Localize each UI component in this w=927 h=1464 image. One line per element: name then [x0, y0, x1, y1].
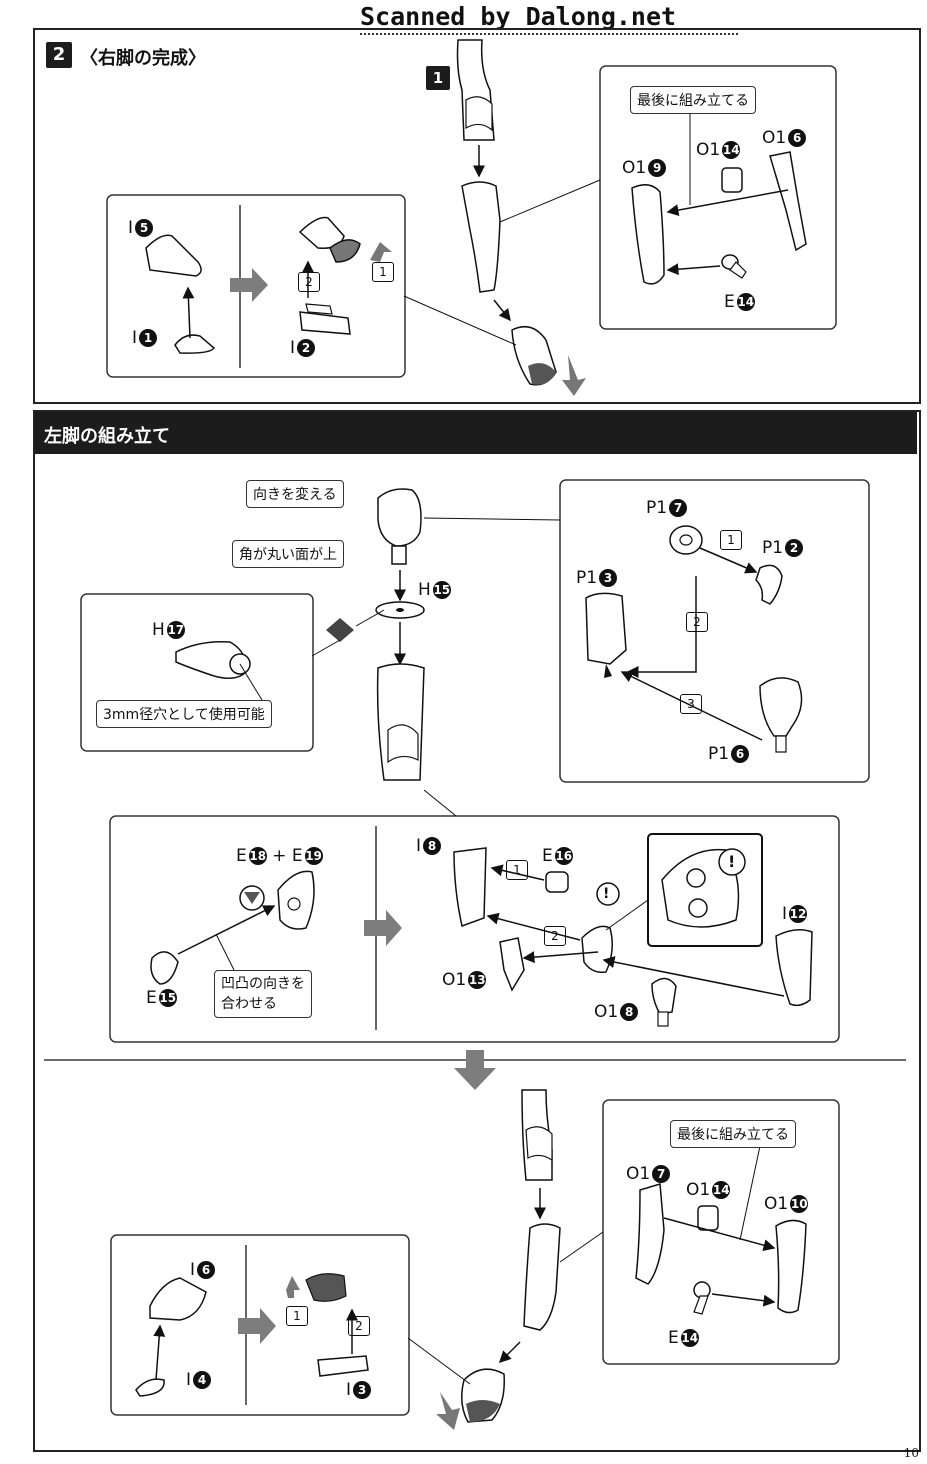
part-number-badge: 14	[712, 1181, 731, 1199]
order-marker-2: 2	[298, 272, 320, 292]
part-number-badge: 12	[789, 905, 808, 923]
part-number-badge: 1	[139, 329, 158, 347]
callout-turn-around: 向きを変える	[246, 480, 344, 508]
part-number-badge: 6	[197, 1261, 216, 1279]
section-header: 左脚の組み立て	[35, 412, 917, 454]
warning-icon: !	[603, 886, 610, 902]
order-marker-1: 1	[720, 530, 742, 550]
part-number-badge: 5	[135, 219, 154, 237]
part-number-badge: 14	[722, 141, 741, 159]
part-number-badge: 9	[648, 159, 667, 177]
order-marker-1: 1	[372, 262, 394, 282]
order-marker-2: 2	[544, 926, 566, 946]
section-left-leg-assembly	[33, 410, 921, 1452]
part-number-badge: 2	[297, 339, 316, 357]
order-marker-2: 2	[348, 1316, 370, 1336]
callout-rounded-face-up: 角が丸い面が上	[232, 540, 344, 568]
part-number-badge: 14	[680, 1329, 699, 1347]
watermark: Scanned by Dalong.net	[360, 2, 677, 31]
part-number-badge: 4	[193, 1371, 212, 1389]
callout-3mm-hole: 3mm径穴として使用可能	[96, 700, 272, 728]
callout-align-notches: 凹凸の向きを 合わせる	[214, 970, 312, 1018]
part-number-badge: 8	[620, 1003, 639, 1021]
order-marker-2: 2	[686, 612, 708, 632]
part-number-badge: 3	[353, 1381, 372, 1399]
section-header-title: 左脚の組み立て	[44, 426, 170, 447]
part-number-badge: 10	[790, 1195, 809, 1213]
part-number-badge: 8	[423, 837, 442, 855]
order-marker-3: 3	[680, 694, 702, 714]
step-badge: 2	[46, 42, 72, 68]
part-number-badge: 6	[731, 745, 750, 763]
part-number-badge: 18	[248, 847, 267, 865]
callout-assemble-last-left: 最後に組み立てる	[670, 1120, 796, 1148]
part-number-badge: 3	[599, 569, 618, 587]
part-number-badge: 17	[166, 621, 185, 639]
substep-badge: 1	[426, 66, 450, 90]
part-number-badge: 6	[788, 129, 807, 147]
page-number: 10	[903, 1446, 919, 1460]
plus-sign: +	[272, 846, 287, 866]
part-number-badge: 2	[785, 539, 804, 557]
callout-assemble-last: 最後に組み立てる	[630, 86, 756, 114]
part-number-badge: 14	[736, 293, 755, 311]
part-number-badge: 19	[304, 847, 323, 865]
warning-icon: !	[728, 852, 736, 871]
part-number-badge: 15	[432, 581, 451, 599]
order-marker-1: 1	[286, 1306, 308, 1326]
section-right-leg-complete	[33, 28, 921, 404]
part-number-badge: 7	[652, 1165, 671, 1183]
order-marker-1: 1	[506, 860, 528, 880]
step-title: 〈右脚の完成〉	[80, 48, 206, 69]
part-number-badge: 15	[158, 989, 177, 1007]
part-number-badge: 13	[468, 971, 487, 989]
part-number-badge: 16	[554, 847, 573, 865]
watermark-underline	[360, 33, 738, 35]
part-number-badge: 7	[669, 499, 688, 517]
